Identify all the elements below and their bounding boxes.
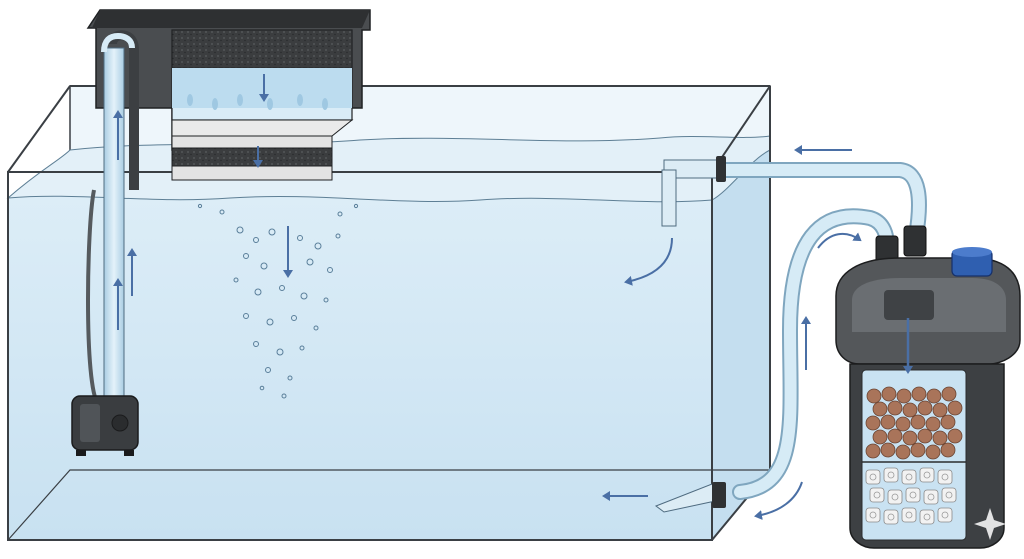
- hob-lid: [92, 10, 370, 28]
- flow-arrows: [113, 74, 913, 520]
- canister-valve-out: [903, 225, 927, 257]
- tank-floor-edge: [7, 469, 770, 541]
- arrow-hose-curve: [817, 232, 862, 249]
- return-hose: [710, 164, 925, 242]
- submersible-pump: [71, 395, 139, 456]
- hob-drips: [187, 94, 328, 110]
- tank-edge-tl: [7, 85, 71, 173]
- tank-front-frame: [7, 171, 713, 541]
- ceramic-rings: [865, 467, 957, 525]
- canister-hoses: [654, 156, 927, 513]
- air-bubbles: [197, 203, 359, 399]
- return-fitting: [716, 156, 726, 182]
- hob-pad-top: [171, 119, 354, 137]
- ceramic-balls: [865, 386, 963, 460]
- pump-impeller: [111, 414, 129, 432]
- arrow-outlet-curve: [624, 237, 673, 286]
- hob-pad-white: [171, 135, 333, 149]
- canister-cap-top: [952, 247, 992, 257]
- hob-intake-tube-bend: [101, 32, 135, 53]
- aquarium-tank: [6, 85, 771, 541]
- return-outlet-spout: [661, 169, 677, 227]
- arrow-intake-curve: [754, 481, 803, 520]
- hob-pad-black: [171, 147, 333, 167]
- canister-filter: [835, 225, 1021, 549]
- sparkle-icon: [974, 508, 1006, 540]
- pump-foot-left: [76, 450, 86, 456]
- intake-hose: [734, 210, 893, 498]
- hob-water: [172, 68, 352, 108]
- water-side: [712, 150, 770, 540]
- water-front: [8, 196, 712, 540]
- pump-foot-right: [124, 450, 134, 456]
- pump-face: [80, 404, 100, 442]
- hob-pad-bottom: [171, 165, 333, 181]
- pump-cord: [85, 189, 98, 401]
- hob-sponge: [171, 29, 353, 69]
- canister-handle: [884, 290, 934, 320]
- hang-on-back-filter: [85, 9, 371, 401]
- intake-fitting: [712, 482, 726, 508]
- ceramic-ring-holes: [869, 471, 953, 521]
- hob-intake-tube: [103, 47, 125, 399]
